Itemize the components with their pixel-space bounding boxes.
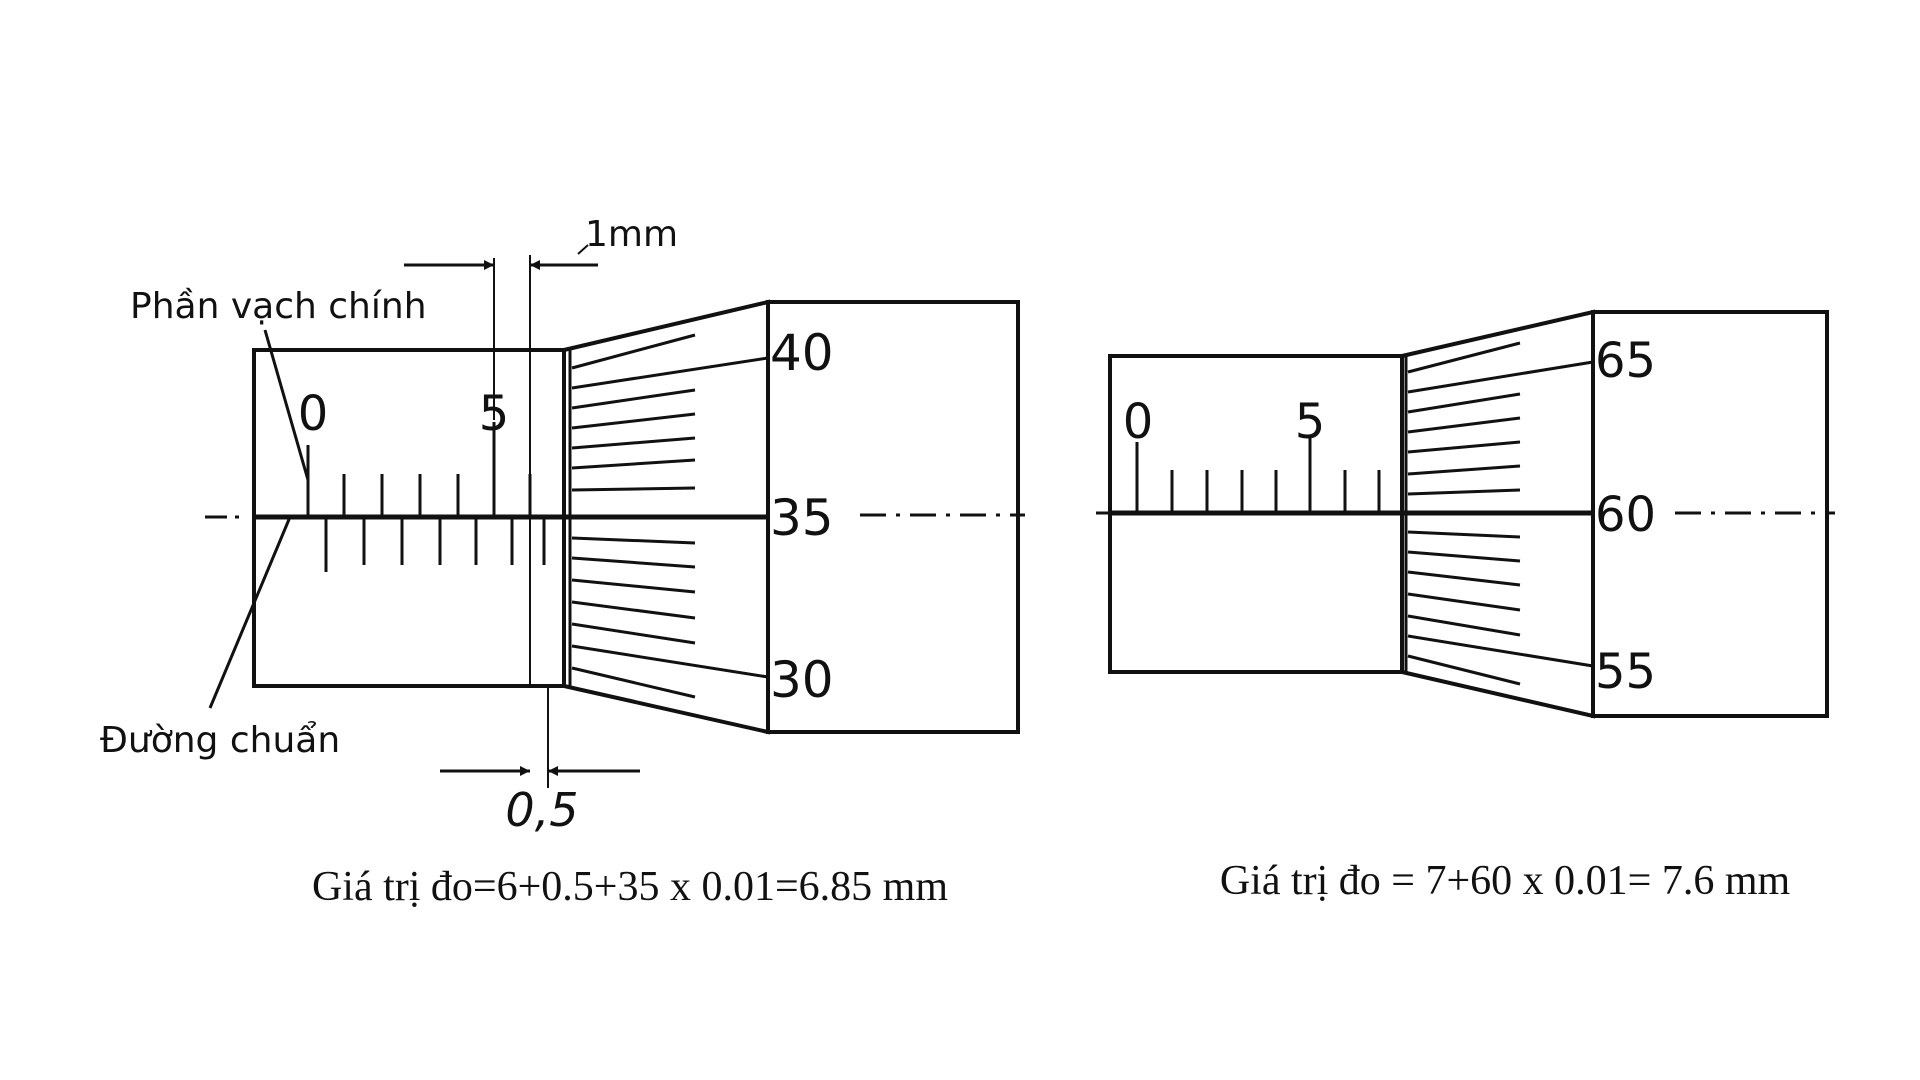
right-caption: Giá trị đo = 7+60 x 0.01= 7.6 mm bbox=[1220, 858, 1791, 904]
left-dim-1mm-leader bbox=[577, 244, 589, 255]
left-dim-1mm-label: 1mm bbox=[585, 214, 678, 255]
right-thimble-scale bbox=[1407, 341, 1594, 686]
left-thimble-top-label: 40 bbox=[770, 324, 834, 382]
right-main-scale-upper bbox=[1135, 436, 1381, 513]
right-sleeve-five-label: 5 bbox=[1295, 394, 1326, 450]
left-micrometer: 0 5 1mm 0,5 bbox=[100, 214, 1025, 910]
right-micrometer: 0 5 65 60 55 Giá trị đo = 7+60 x 0.01= 7… bbox=[1096, 309, 1835, 904]
left-thimble-bot-label: 30 bbox=[770, 651, 834, 709]
right-thimble-bot-label: 55 bbox=[1595, 644, 1656, 700]
left-sleeve-zero-label: 0 bbox=[298, 386, 329, 442]
right-sleeve-zero-label: 0 bbox=[1123, 394, 1154, 450]
left-dim-half-label: 0,5 bbox=[505, 783, 578, 837]
left-main-scale-lower bbox=[324, 517, 546, 572]
leader-main-scale bbox=[263, 329, 310, 481]
left-caption: Giá trị đo=6+0.5+35 x 0.01=6.85 mm bbox=[312, 864, 948, 910]
left-thimble-mid-label: 35 bbox=[770, 489, 834, 547]
label-reference-line: Đường chuẩn bbox=[100, 720, 340, 761]
leader-reference-line bbox=[208, 516, 292, 709]
left-thimble-scale bbox=[571, 333, 769, 699]
left-thimble-body bbox=[766, 300, 1020, 734]
right-thimble-mid-label: 60 bbox=[1595, 487, 1656, 543]
right-thimble-top-label: 65 bbox=[1595, 333, 1656, 389]
right-thimble-body bbox=[1591, 310, 1829, 718]
label-main-scale: Phần vạch chính bbox=[130, 286, 427, 327]
